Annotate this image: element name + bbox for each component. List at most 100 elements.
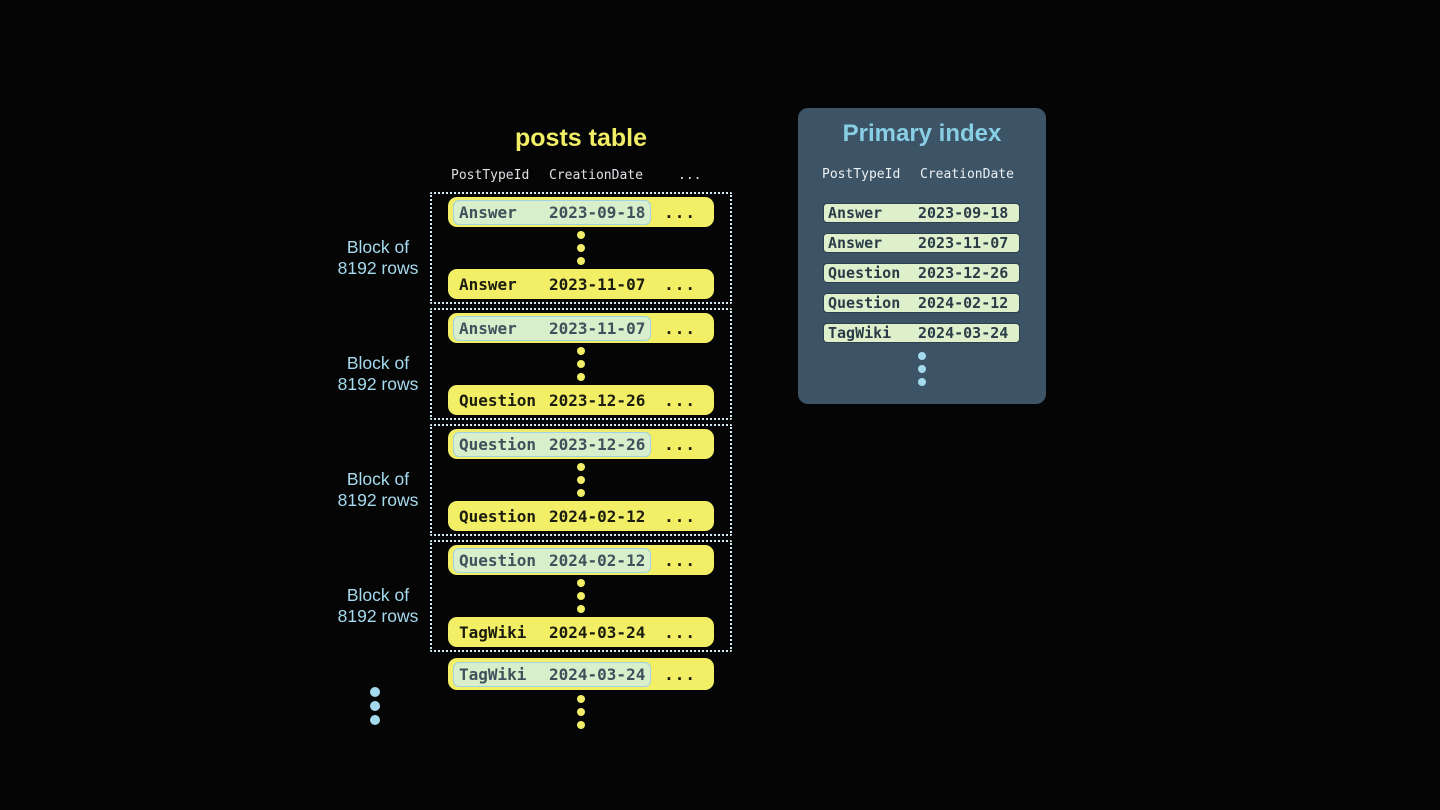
cell-creationdate: 2023-09-18 <box>549 202 646 222</box>
table-block-row: Block of 8192 rows Answer 2023-09-18 ...… <box>330 192 732 304</box>
cell-creationdate: 2024-02-12 <box>918 294 1009 312</box>
column-header-more: ... <box>678 168 702 183</box>
index-mark-highlight: Answer 2023-11-07 <box>453 315 652 341</box>
table-block-row: Block of 8192 rows Question 2024-02-12 .… <box>330 540 732 652</box>
table-row-tail: TagWiki 2024-03-24 ... <box>448 658 714 690</box>
cell-creationdate: 2024-02-12 <box>549 506 646 526</box>
cell-posttypeid: Answer <box>459 318 517 338</box>
table-row-first: Answer 2023-11-07 ... <box>448 313 714 343</box>
block-label-line2: 8192 rows <box>337 374 419 394</box>
block-size-label: Block of 8192 rows <box>330 550 426 662</box>
column-header-posttypeid: PostTypeId <box>451 168 530 183</box>
row-ellipsis: ... <box>664 202 696 222</box>
blocks-continue-ellipsis-dots <box>370 687 380 725</box>
cell-posttypeid: Question <box>828 264 901 282</box>
row-ellipsis: ... <box>664 274 696 294</box>
table-continues-ellipsis-dots <box>577 695 585 729</box>
cell-creationdate: 2023-09-18 <box>918 204 1009 222</box>
cell-posttypeid: Answer <box>459 274 517 294</box>
row-block: Answer 2023-11-07 ... Question 2023-12-2… <box>430 308 732 420</box>
block-label-line2: 8192 rows <box>337 606 419 626</box>
primary-index-title: Primary index <box>842 120 1002 147</box>
row-cells: Question 2023-12-26 <box>453 388 651 413</box>
block-label-line1: Block of <box>346 237 410 257</box>
dot <box>918 378 926 386</box>
dot <box>577 721 585 729</box>
row-block: Question 2023-12-26 ... Question 2024-02… <box>430 424 732 536</box>
dot <box>577 708 585 716</box>
cell-posttypeid: Question <box>459 390 537 410</box>
primary-index-panel: Primary index PostTypeId CreationDate An… <box>798 108 1046 404</box>
index-mark-highlight: Answer 2023-09-18 <box>453 199 652 225</box>
block-size-label: Block of 8192 rows <box>330 202 426 314</box>
hidden-rows-ellipsis-dots <box>577 231 585 265</box>
cell-creationdate: 2024-03-24 <box>549 622 646 642</box>
block-label-line1: Block of <box>346 353 410 373</box>
primary-index-row: Answer 2023-09-18 <box>823 203 1020 223</box>
dot <box>918 352 926 360</box>
dot <box>577 695 585 703</box>
dot <box>577 231 585 239</box>
dot <box>577 373 585 381</box>
table-block-row: Block of 8192 rows Answer 2023-11-07 ...… <box>330 308 732 420</box>
dot <box>370 701 380 711</box>
table-row-last: Question 2023-12-26 ... <box>448 385 714 415</box>
cell-posttypeid: Question <box>459 434 537 454</box>
dot <box>370 715 380 725</box>
hidden-rows-ellipsis-dots <box>577 347 585 381</box>
cell-posttypeid: Question <box>828 294 901 312</box>
posts-table-blocks: Block of 8192 rows Answer 2023-09-18 ...… <box>330 192 732 652</box>
cell-posttypeid: TagWiki <box>459 622 527 642</box>
table-row-first: Question 2024-02-12 ... <box>448 545 714 575</box>
cell-creationdate: 2023-11-07 <box>549 318 646 338</box>
cell-creationdate: 2024-03-24 <box>549 664 646 684</box>
cell-creationdate: 2023-11-07 <box>549 274 646 294</box>
block-label-line1: Block of <box>346 585 410 605</box>
primary-index-row: Question 2023-12-26 <box>823 263 1020 283</box>
row-ellipsis: ... <box>664 664 696 684</box>
primary-index-row: Answer 2023-11-07 <box>823 233 1020 253</box>
cell-creationdate: 2023-12-26 <box>549 434 646 454</box>
row-ellipsis: ... <box>664 390 696 410</box>
dot <box>577 489 585 497</box>
table-row-first: Question 2023-12-26 ... <box>448 429 714 459</box>
row-cells: TagWiki 2024-03-24 <box>453 620 651 645</box>
dot <box>577 463 585 471</box>
cell-posttypeid: Question <box>459 550 537 570</box>
cell-creationdate: 2024-02-12 <box>549 550 646 570</box>
dot <box>577 257 585 265</box>
row-ellipsis: ... <box>664 434 696 454</box>
column-header-creationdate: CreationDate <box>549 168 643 183</box>
table-row-first: Answer 2023-09-18 ... <box>448 197 714 227</box>
table-row-last: Answer 2023-11-07 ... <box>448 269 714 299</box>
dot <box>577 360 585 368</box>
hidden-rows-ellipsis-dots <box>577 463 585 497</box>
row-ellipsis: ... <box>664 622 696 642</box>
cell-posttypeid: Answer <box>828 234 883 252</box>
dot <box>577 592 585 600</box>
table-row-last: TagWiki 2024-03-24 ... <box>448 617 714 647</box>
dot <box>918 365 926 373</box>
index-mark-highlight: Question 2023-12-26 <box>453 431 652 457</box>
dot <box>370 687 380 697</box>
cell-posttypeid: TagWiki <box>828 324 892 342</box>
row-cells: Question 2024-02-12 <box>453 504 651 529</box>
row-ellipsis: ... <box>664 318 696 338</box>
row-ellipsis: ... <box>664 506 696 526</box>
cell-creationdate: 2023-11-07 <box>918 234 1009 252</box>
posts-table-title: posts table <box>515 124 647 152</box>
table-block-row: Block of 8192 rows Question 2023-12-26 .… <box>330 424 732 536</box>
posts-table-column-headers: PostTypeId CreationDate ... <box>451 168 721 184</box>
cell-posttypeid: Question <box>459 506 537 526</box>
index-continues-ellipsis-dots <box>798 352 1046 386</box>
table-row-last: Question 2024-02-12 ... <box>448 501 714 531</box>
cell-creationdate: 2023-12-26 <box>918 264 1009 282</box>
dot <box>577 476 585 484</box>
cell-posttypeid: Answer <box>459 202 517 222</box>
hidden-rows-ellipsis-dots <box>577 579 585 613</box>
row-ellipsis: ... <box>664 550 696 570</box>
primary-index-column-headers: PostTypeId CreationDate <box>798 167 1046 183</box>
block-label-line2: 8192 rows <box>337 490 419 510</box>
primary-index-row: TagWiki 2024-03-24 <box>823 323 1020 343</box>
dot <box>577 605 585 613</box>
